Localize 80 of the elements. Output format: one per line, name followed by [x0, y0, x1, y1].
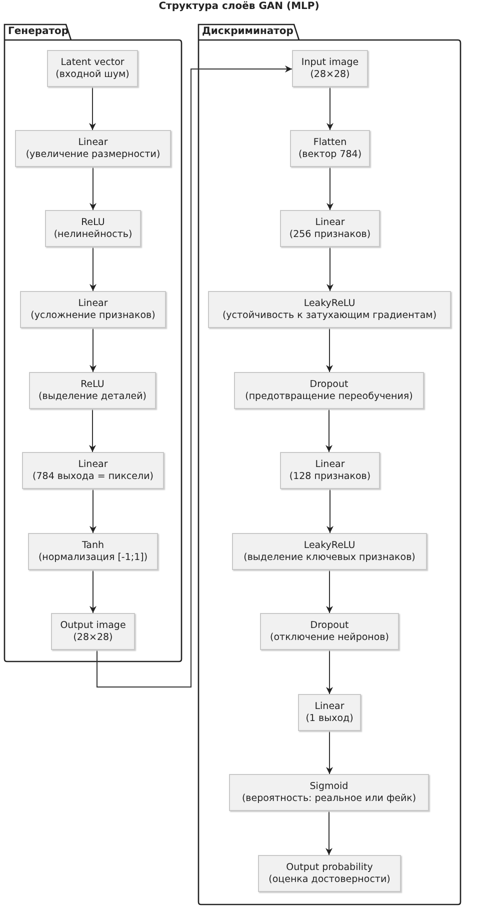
- layer-box: [232, 533, 427, 570]
- layer-name: Linear: [314, 700, 344, 712]
- layer-description: (предотвращение переобучения): [245, 390, 413, 402]
- package-frame: [4, 24, 182, 662]
- layer-box: [258, 855, 401, 892]
- arrow: [89, 86, 96, 130]
- layer-description: (усложнение признаков): [30, 310, 156, 322]
- layer-name: Input image: [301, 56, 359, 68]
- layer-description: (вероятность: реальное или фейк): [242, 792, 416, 804]
- layer-name: Dropout: [310, 378, 348, 390]
- layer-name: Sigmoid: [310, 780, 348, 792]
- arrow: [89, 408, 96, 452]
- layer-box: [292, 50, 368, 87]
- layer-name: Linear: [315, 216, 345, 228]
- layer-box: [29, 372, 156, 409]
- layer-box: [260, 613, 399, 650]
- layer-name: Dropout: [310, 620, 349, 632]
- layer-box: [47, 50, 138, 87]
- arrow: [326, 246, 334, 292]
- arrow: [326, 408, 332, 452]
- layer-description: (128 признаков): [289, 470, 371, 482]
- layer-name: Flatten: [313, 136, 347, 148]
- layer-box: [45, 210, 141, 247]
- layer-box: [22, 452, 164, 489]
- layer-box: [208, 291, 451, 328]
- layer-name: LeakyReLU: [304, 298, 356, 310]
- layer-name: Linear: [78, 298, 108, 310]
- layer-name: Linear: [315, 458, 345, 470]
- layer-name: Tanh: [82, 540, 104, 552]
- package-frame: [198, 24, 461, 905]
- package-heading: Дискриминатор: [202, 26, 294, 37]
- layer-description: (выделение деталей): [38, 390, 146, 402]
- layer-box: [51, 613, 135, 650]
- arrow: [326, 488, 334, 534]
- diagram-title: Структура слоёв GAN (MLP): [158, 1, 320, 12]
- layer-name: Output probability: [286, 862, 373, 874]
- layer-box: [298, 694, 361, 731]
- arrow: [96, 66, 292, 688]
- arrow: [326, 570, 333, 614]
- layer-description: (устойчивость к затухающим градиентам): [222, 310, 437, 322]
- arrow: [326, 86, 334, 130]
- layer-box: [280, 452, 380, 489]
- arrow: [90, 488, 96, 534]
- layer-name: ReLU: [81, 216, 105, 228]
- layer-description: (нормализация [-1;1]): [38, 552, 148, 564]
- arrow: [90, 166, 96, 210]
- layer-description: (увеличение размерности): [26, 148, 160, 160]
- layer-description: (1 выход): [306, 712, 354, 724]
- arrow: [90, 328, 96, 372]
- layer-description: (выделение ключевых признаков): [244, 552, 416, 564]
- layer-name: Output image: [60, 620, 126, 632]
- layer-description: (отключение нейронов): [270, 632, 389, 644]
- layer-box: [20, 291, 166, 328]
- layer-description: (784 выхода = пиксели): [32, 470, 154, 482]
- layer-name: Latent vector: [60, 56, 124, 68]
- layer-description: (оценка достоверности): [268, 874, 390, 886]
- arrow: [326, 166, 334, 210]
- arrow: [90, 246, 96, 292]
- layer-description: (нелинейность): [54, 228, 132, 240]
- layer-name: ReLU: [80, 378, 104, 390]
- layer-name: Linear: [78, 136, 108, 148]
- layer-box: [234, 372, 424, 409]
- layer-description: (вектор 784): [298, 148, 362, 160]
- arrow: [326, 650, 333, 694]
- layer-box: [28, 533, 158, 570]
- arrow: [90, 570, 96, 614]
- layer-box: [229, 774, 429, 811]
- layer-box: [15, 130, 171, 167]
- layer-box: [280, 210, 380, 247]
- arrow: [326, 810, 332, 856]
- layer-box: [290, 130, 370, 167]
- arrow: [326, 328, 333, 372]
- layer-description: (28×28): [73, 632, 113, 644]
- arrow: [326, 730, 333, 774]
- layer-description: (входной шум): [56, 68, 130, 80]
- layer-name: Linear: [78, 458, 108, 470]
- layer-name: LeakyReLU: [304, 540, 356, 552]
- layer-description: (256 признаков): [289, 228, 371, 240]
- package-heading: Генератор: [8, 26, 69, 37]
- layer-description: (28×28): [310, 68, 350, 80]
